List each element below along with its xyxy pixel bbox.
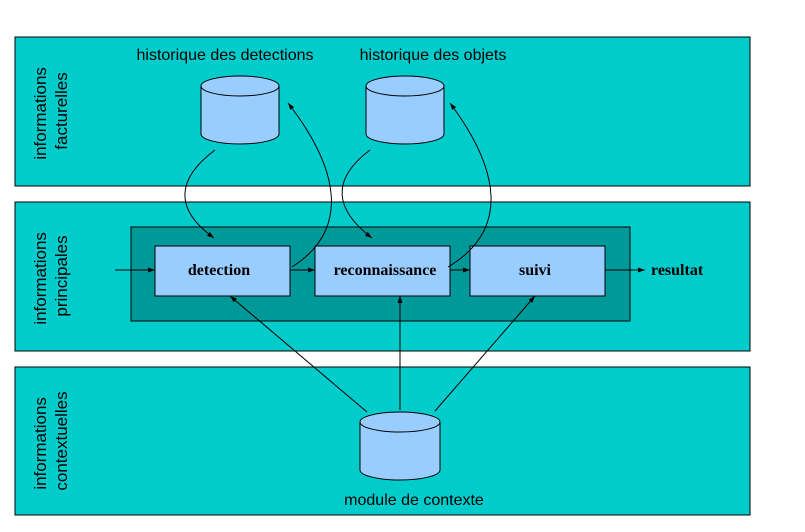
module-detection-box — [154, 245, 291, 297]
output-label: resultat — [651, 262, 704, 279]
db-contexte-label: module de contexte — [344, 492, 484, 509]
arrow-reconnaissance-to-db-objets — [447, 102, 492, 268]
band-label-facturelles-line1: informations — [31, 67, 50, 160]
module-suivi-box — [469, 245, 606, 297]
db-contexte-top — [359, 411, 441, 433]
module-detection: detection — [154, 245, 291, 297]
module-suivi: suivi — [469, 245, 606, 297]
band-label-facturelles: informations facturelles — [31, 62, 71, 159]
db-detections-top — [200, 75, 280, 97]
band-label-contextuelles-line1: informations — [31, 397, 50, 490]
db-objets — [365, 75, 445, 145]
db-contexte-body — [359, 422, 441, 481]
band-label-principales: informations principales — [31, 227, 71, 324]
db-detections-body — [200, 86, 280, 145]
band-label-principales-line2: principales — [52, 235, 71, 316]
db-detections — [200, 75, 280, 145]
arrow-contexte-to-detection — [229, 295, 368, 413]
module-reconnaissance-label: reconnaissance — [334, 262, 437, 279]
module-reconnaissance: reconnaissance — [314, 245, 451, 297]
db-contexte — [359, 411, 441, 481]
band-label-facturelles-line2: facturelles — [52, 72, 71, 149]
db-objets-label: historique des objets — [360, 47, 507, 64]
db-objets-body — [365, 86, 445, 145]
module-detection-label: detection — [188, 262, 250, 279]
band-label-contextuelles-line2: contextuelles — [52, 391, 71, 490]
arrow-detection-to-db-detections — [287, 102, 332, 268]
arrow-db-objets-to-reconnaissance — [341, 149, 373, 239]
arrow-db-detections-to-detection — [184, 149, 216, 239]
arrow-contexte-to-suivi — [434, 295, 536, 412]
module-suivi-label: suivi — [519, 262, 552, 279]
module-reconnaissance-box — [314, 245, 451, 297]
db-objets-top — [365, 75, 445, 97]
band-label-contextuelles: informations contextuelles — [31, 391, 71, 490]
band-label-principales-line1: informations — [31, 232, 50, 325]
db-detections-label: historique des detections — [137, 47, 314, 64]
